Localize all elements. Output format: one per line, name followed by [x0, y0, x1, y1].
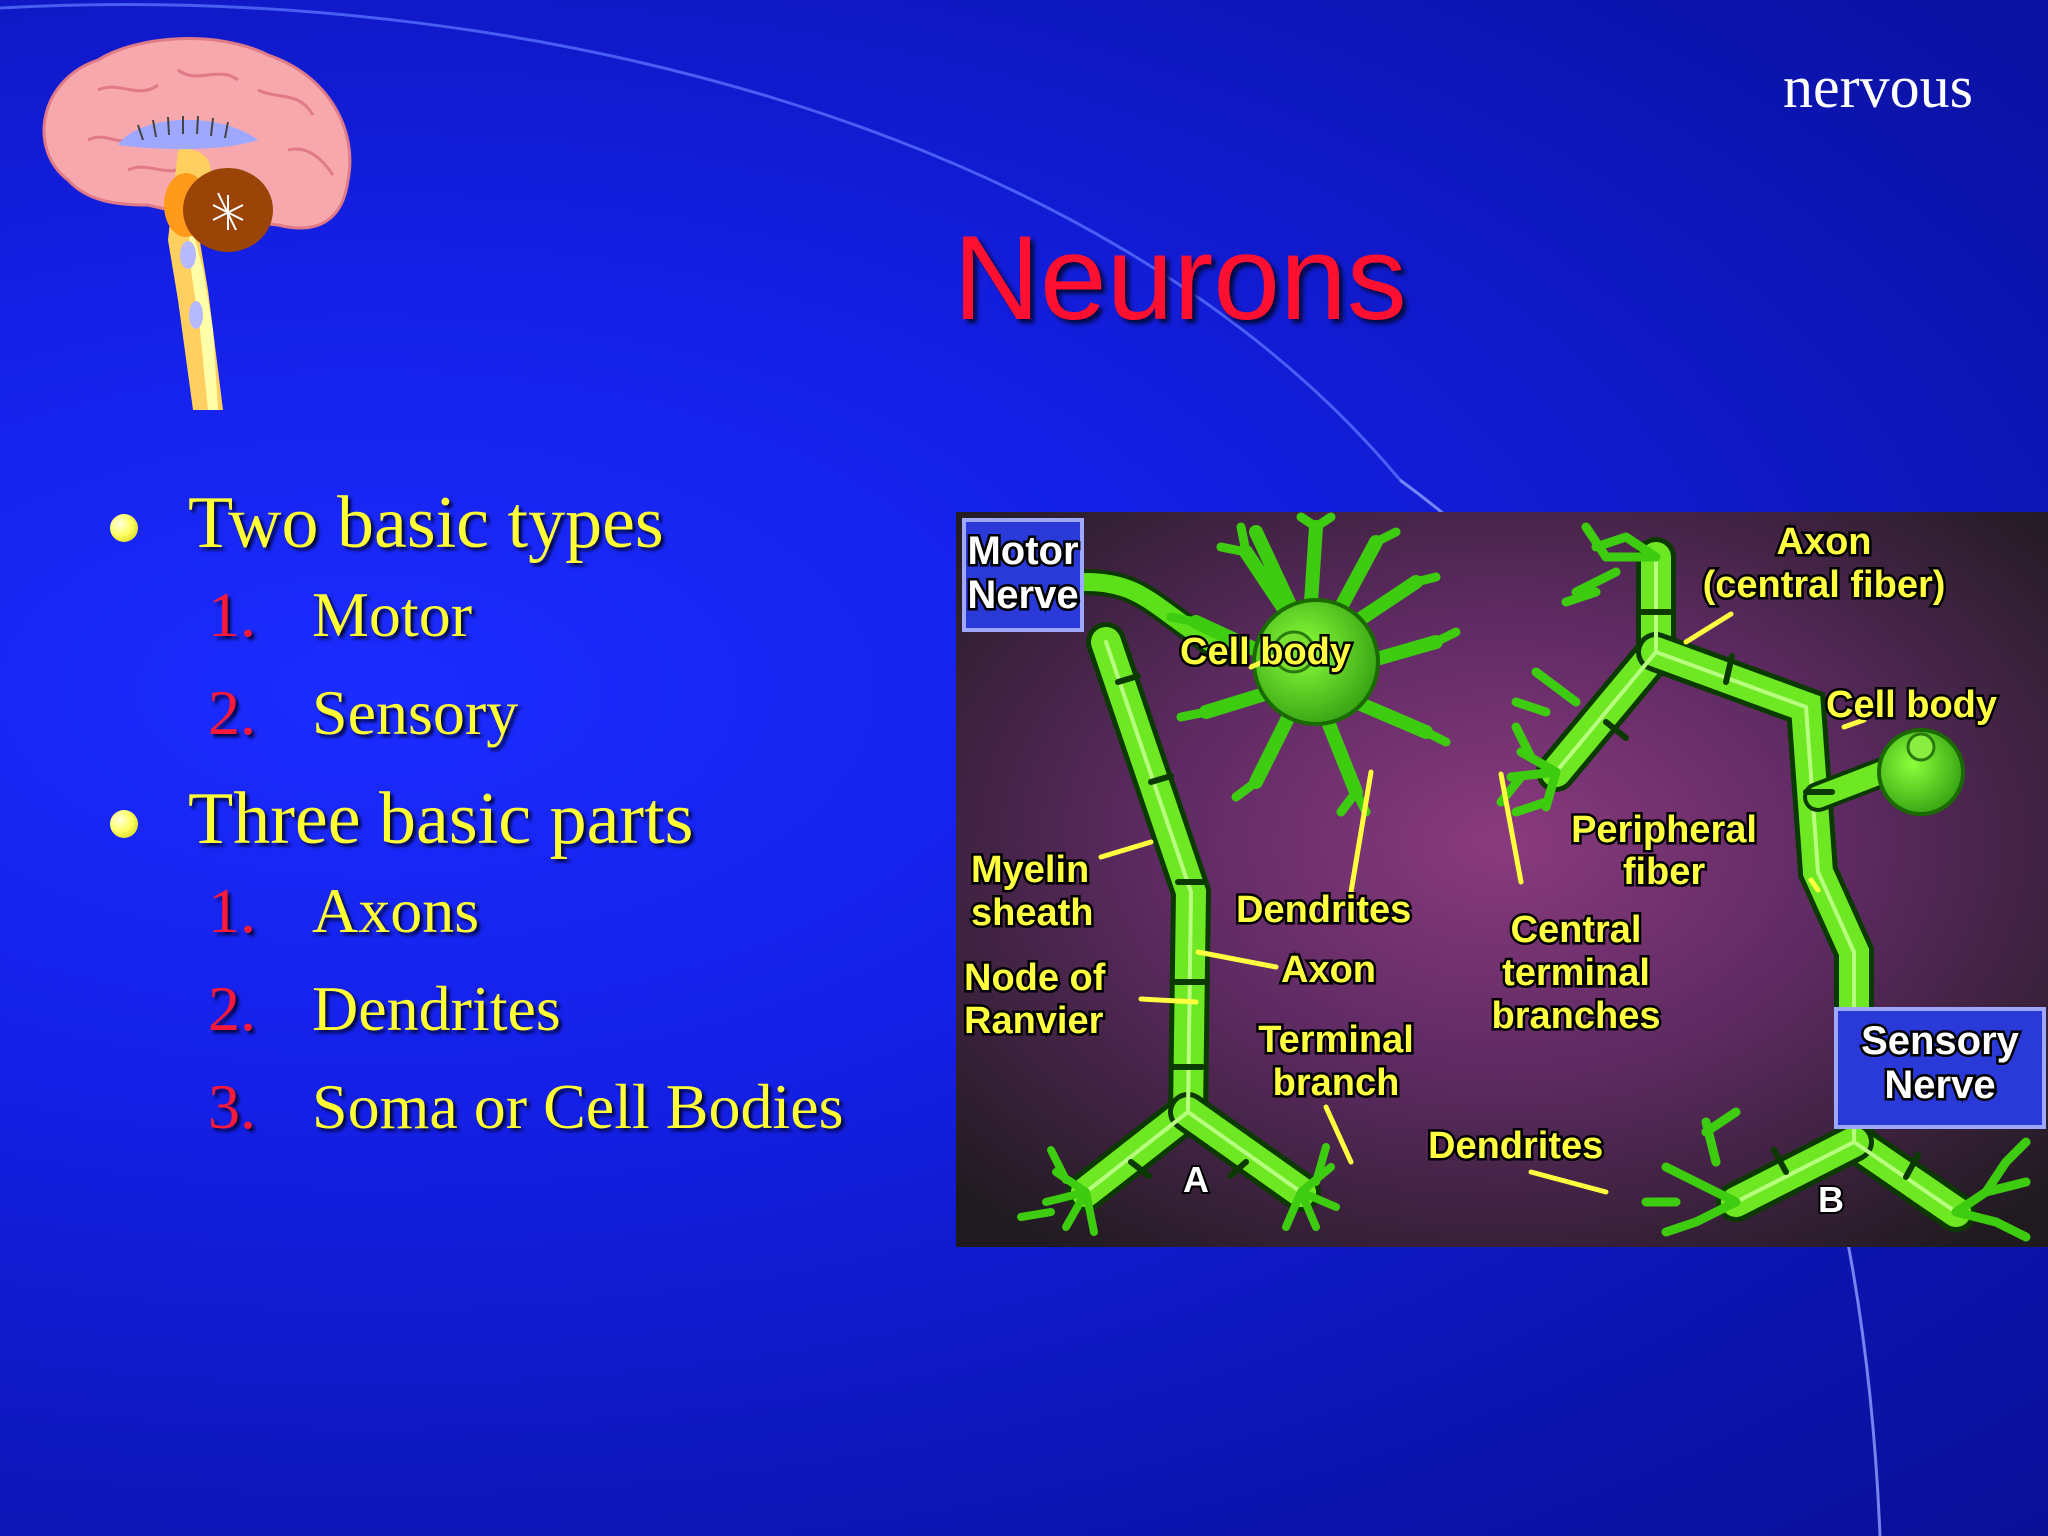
sub-item-text: Motor	[312, 579, 472, 650]
letter-a-label: A	[1183, 1159, 1209, 1200]
central-terminal-label: branches	[1492, 995, 1661, 1037]
terminal-branch-label: branch	[1273, 1062, 1400, 1104]
brain-icon	[42, 37, 352, 410]
dendrites-b-label: Dendrites	[1428, 1125, 1603, 1167]
bullet-list: Two basic types 1. Motor 2. Sensory Thre…	[110, 480, 844, 1170]
sub-list: 1. Motor 2. Sensory	[110, 566, 693, 762]
sub-item: 2. Dendrites	[110, 960, 693, 1058]
bullet-dot-icon	[110, 514, 138, 542]
central-terminal-label: terminal	[1502, 952, 1650, 994]
axon-central-label: Axon	[1777, 521, 1872, 563]
cell-body-b	[1877, 728, 1965, 816]
corner-label: nervous	[1783, 54, 1973, 120]
sub-item-number: 2.	[208, 973, 256, 1044]
sub-item-number: 3.	[208, 1071, 256, 1142]
sub-list: 1. Axons 2. Dendrites 3. Soma or Cell Bo…	[110, 862, 844, 1156]
axon-a-label: Axon	[1281, 949, 1376, 991]
peripheral-fiber-label: Peripheral	[1571, 809, 1757, 851]
motor-nerve-box	[962, 518, 1084, 632]
sensory-nerve-label: Nerve	[1884, 1063, 1995, 1107]
bullet-item: Three basic parts 1. Axons 2. Dendrites …	[110, 776, 844, 1156]
bullet-item: Two basic types 1. Motor 2. Sensory	[110, 480, 693, 762]
sub-item-number: 1.	[208, 875, 256, 946]
sub-item: 3. Soma or Cell Bodies	[110, 1058, 844, 1156]
myelin-sheath-label: Myelin	[971, 849, 1089, 891]
bullet-text: Two basic types	[188, 482, 664, 564]
cell-body-b-label: Cell body	[1826, 684, 1997, 726]
sub-item-text: Axons	[312, 875, 480, 946]
sub-item-text: Soma or Cell Bodies	[312, 1071, 844, 1142]
sub-item-text: Dendrites	[312, 973, 561, 1044]
central-terminal-label: Central	[1511, 909, 1642, 951]
bullet-text: Three basic parts	[188, 778, 694, 860]
peripheral-fiber-label: fiber	[1623, 851, 1706, 893]
motor-nerve-label: Nerve	[967, 573, 1078, 617]
neuron-diagram: Motor Nerve Sensory Nerve Cell body Dend…	[956, 512, 2048, 1247]
sensory-nerve-box	[1834, 1007, 2046, 1129]
sensory-nerve-label: Sensory	[1861, 1019, 2020, 1063]
sub-item-number: 1.	[208, 579, 256, 650]
page-title: Neurons	[953, 211, 1407, 345]
node-of-ranvier-label: Node of	[964, 957, 1106, 999]
dendrites-a-label: Dendrites	[1236, 889, 1411, 931]
sub-item: 2. Sensory	[110, 664, 693, 762]
sub-item: 1. Motor	[110, 566, 693, 664]
axon-central-label: (central fiber)	[1703, 564, 1946, 606]
terminal-branch-label: Terminal	[1258, 1019, 1414, 1061]
label-pointers	[1098, 611, 1867, 1195]
sub-item-number: 2.	[208, 677, 256, 748]
myelin-sheath-label: sheath	[971, 892, 1093, 934]
node-of-ranvier-label: Ranvier	[964, 1000, 1104, 1042]
sub-item: 1. Axons	[110, 862, 693, 960]
sub-item-text: Sensory	[312, 677, 519, 748]
cell-body-a-label: Cell body	[1180, 631, 1351, 673]
letter-b-label: B	[1818, 1179, 1844, 1220]
cell-body-a	[1166, 512, 1461, 817]
motor-nerve-label: Motor	[967, 529, 1078, 573]
bullet-dot-icon	[110, 810, 138, 838]
